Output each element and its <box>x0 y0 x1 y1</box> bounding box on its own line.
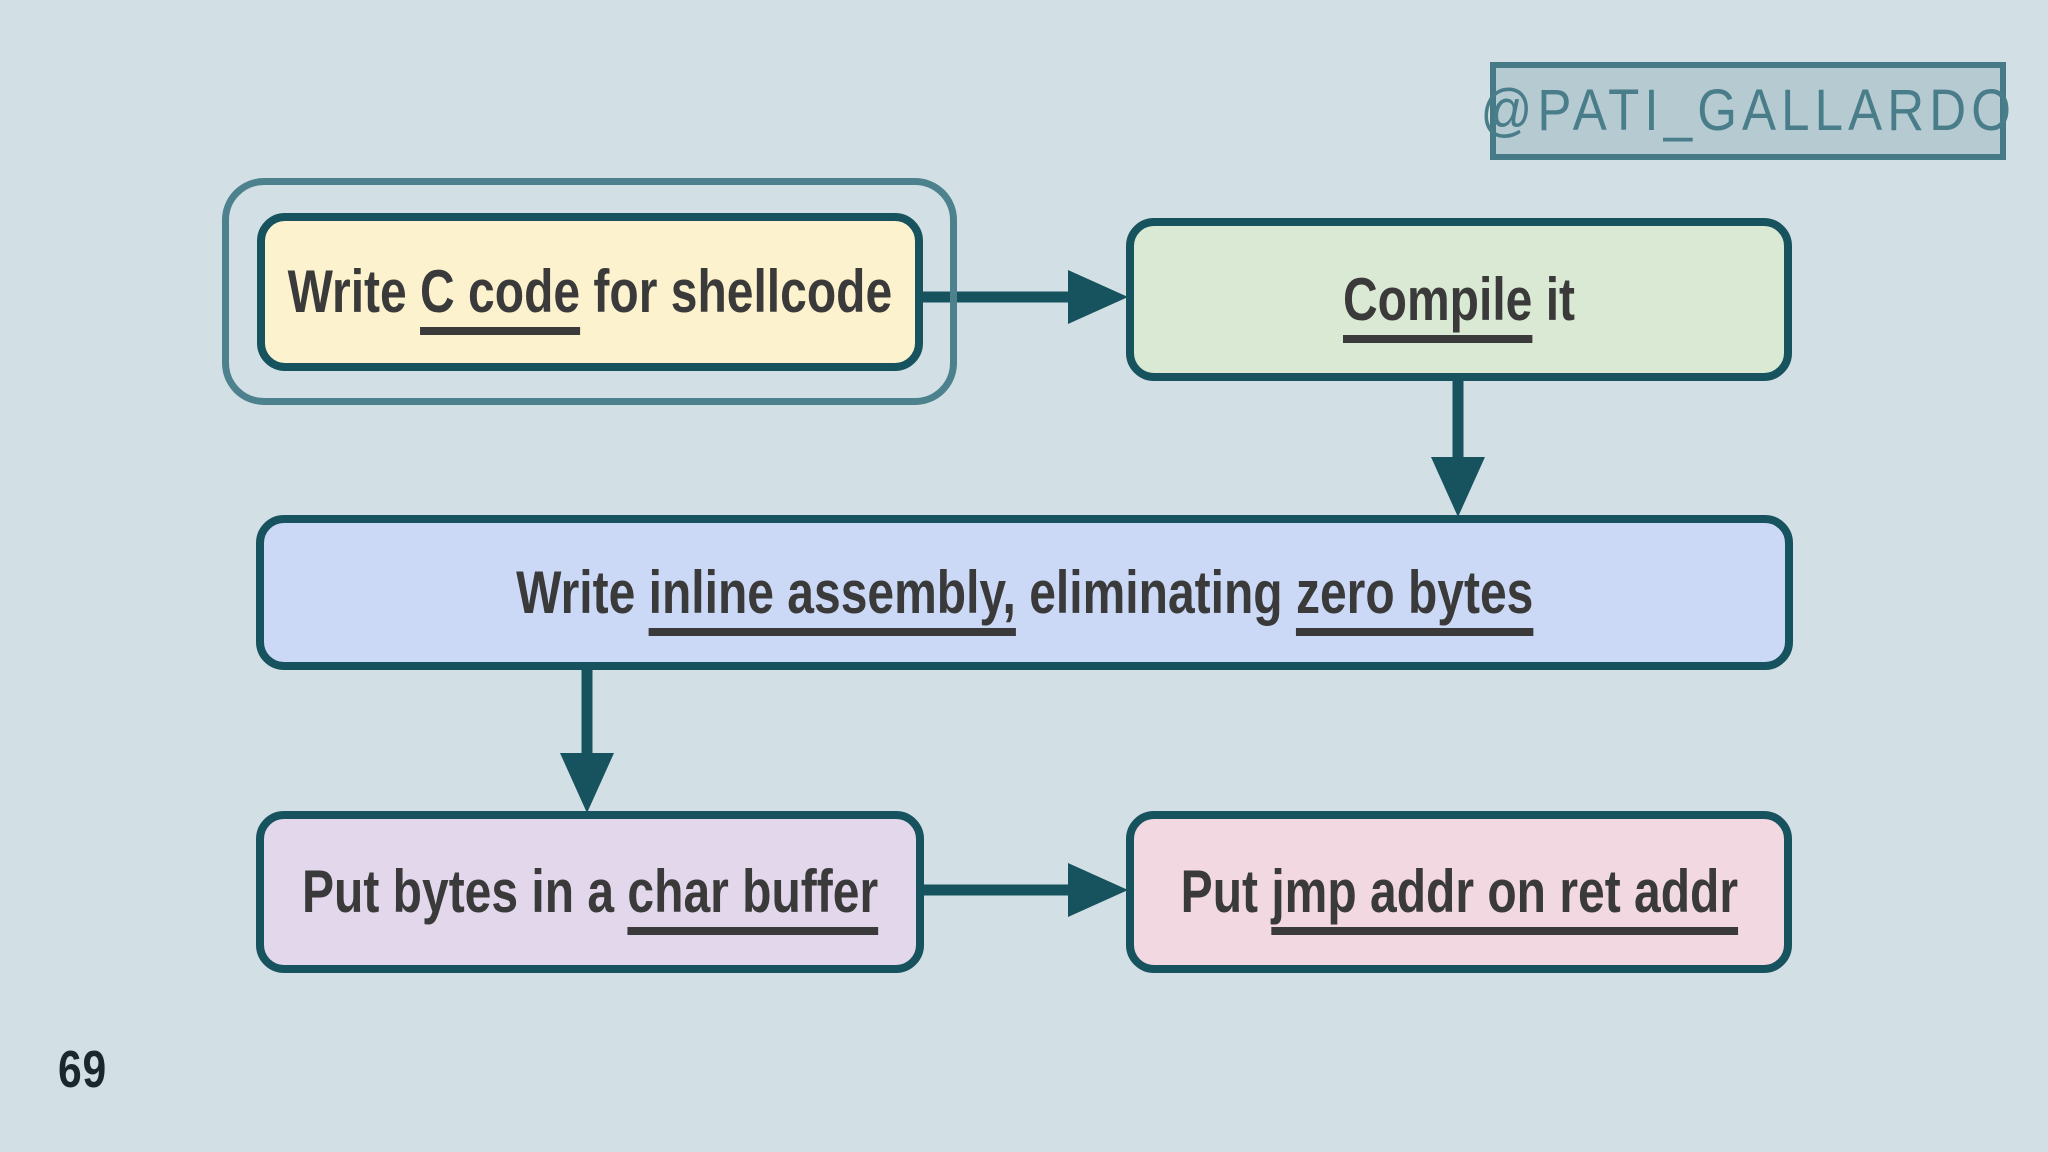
underlined-text-segment: inline assembly, <box>648 558 1016 626</box>
node-compile-it-label: Compile it <box>1342 265 1576 333</box>
node-write-c-code-label: Write C code for shellcode <box>287 257 892 325</box>
node-write-inline-assembly-label: Write inline assembly, eliminating zero … <box>515 558 1534 626</box>
underlined-text-segment: zero bytes <box>1295 558 1534 626</box>
text-segment: Write <box>287 257 420 325</box>
node-put-bytes-in-char-buffer-label: Put bytes in a char buffer <box>302 859 878 925</box>
node-compile-it: Compile it <box>1126 218 1792 381</box>
text-segment: it <box>1532 265 1576 333</box>
arrow-buffer-to-jmp <box>920 863 1128 917</box>
underlined-text-segment: Compile <box>1342 265 1533 333</box>
node-put-bytes-in-char-buffer: Put bytes in a char buffer <box>256 811 924 973</box>
page-number: 69 <box>58 1041 108 1099</box>
text-segment: eliminating <box>1015 558 1296 626</box>
node-write-c-code: Write C code for shellcode <box>256 212 923 371</box>
node-put-jmp-addr-on-ret-addr: Put jmp addr on ret addr <box>1126 811 1792 973</box>
author-handle-badge: @PATI_GALLARDO <box>1480 62 2011 160</box>
author-handle-text: @PATI_GALLARDO <box>1480 78 2016 144</box>
underlined-text-segment: jmp addr on ret addr <box>1270 858 1738 925</box>
node-put-jmp-addr-on-ret-addr-label: Put jmp addr on ret addr <box>1180 859 1737 925</box>
text-segment: for shellcode <box>579 257 892 325</box>
text-segment: Put bytes in a <box>301 858 628 925</box>
node-write-c-code-outer-outline: Write C code for shellcode <box>222 178 957 405</box>
text-segment: Put <box>1180 858 1271 925</box>
text-segment: Write <box>515 558 649 626</box>
arrow-assembly-to-buffer <box>560 666 614 813</box>
arrow-compile-to-assembly <box>1431 378 1485 517</box>
underlined-text-segment: char buffer <box>627 858 879 925</box>
node-write-inline-assembly: Write inline assembly, eliminating zero … <box>256 515 1793 670</box>
underlined-text-segment: C code <box>419 257 580 325</box>
